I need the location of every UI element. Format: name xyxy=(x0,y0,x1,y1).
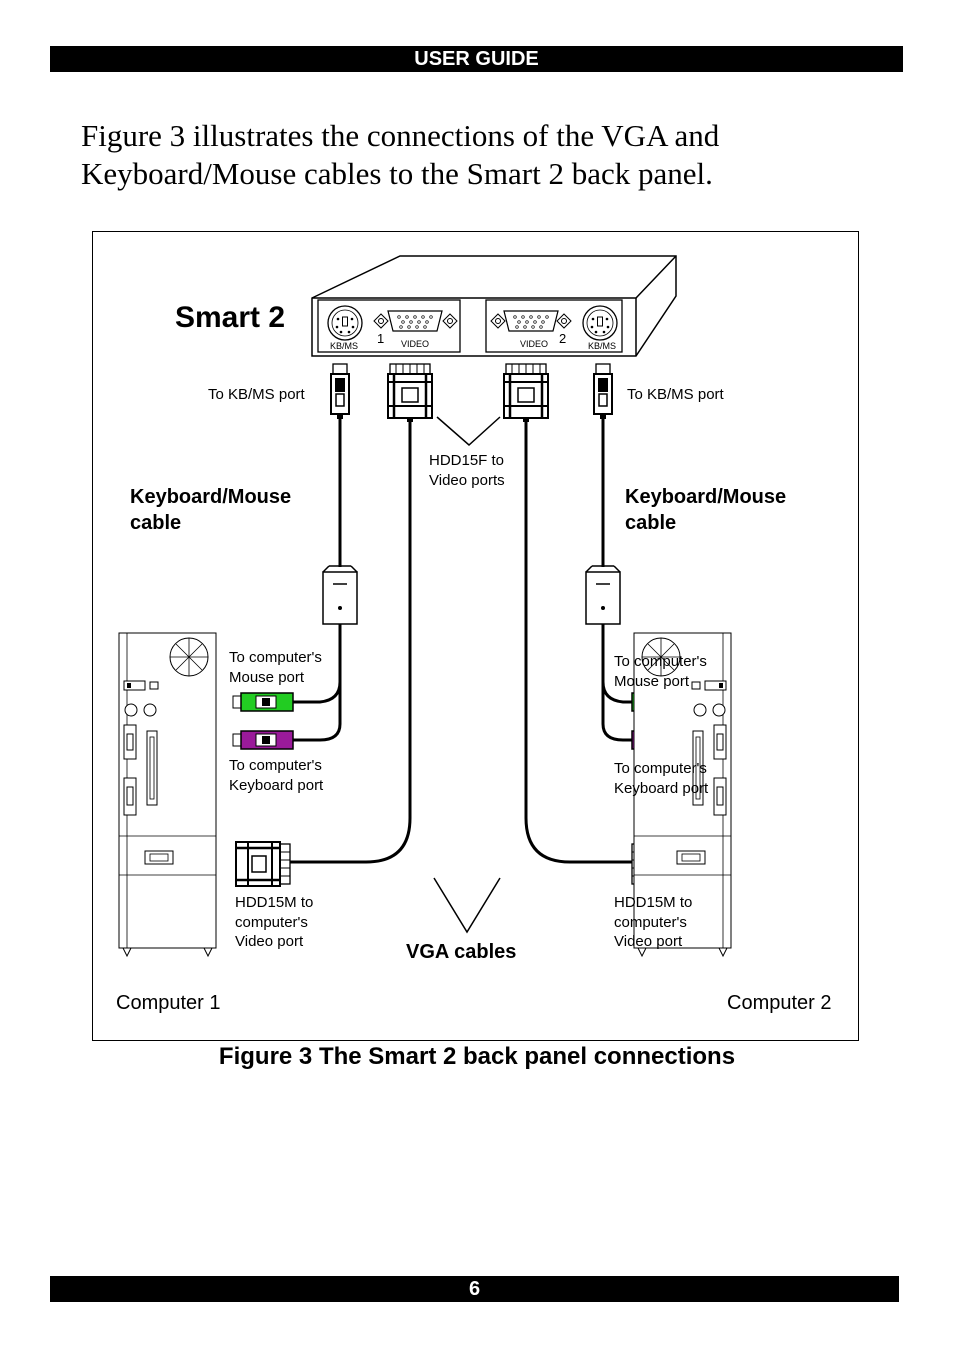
computer2-label: Computer 2 xyxy=(727,992,832,1014)
cables xyxy=(290,419,632,864)
hdd15m-right-line1: HDD15M to xyxy=(614,894,692,911)
port-number-2: 2 xyxy=(559,331,566,346)
mouse-port-right-line1: To computer's xyxy=(614,653,707,670)
kbms-plug-right-icon xyxy=(593,363,613,420)
video-label-1: VIDEO xyxy=(401,339,429,349)
smart2-switch xyxy=(311,255,677,357)
mouse-port-right-line2: Mouse port xyxy=(614,673,690,690)
splitter-left-icon xyxy=(322,565,358,625)
hdd15m-left-line3: Video port xyxy=(235,933,304,950)
intro-paragraph: Figure 3 illustrates the connections of … xyxy=(81,118,720,191)
figure-caption: Figure 3 The Smart 2 back panel connecti… xyxy=(218,1043,736,1070)
hdd15m-right-line2: computer's xyxy=(614,914,687,931)
kbm-cable-right-line1: Keyboard/Mouse xyxy=(625,486,786,508)
port-number-1: 1 xyxy=(377,331,384,346)
vga-cables-label: VGA cables xyxy=(406,941,516,963)
kbms-label-1: KB/MS xyxy=(330,341,358,351)
splitter-right-icon xyxy=(585,565,621,625)
hdd15f-label-line2: Video ports xyxy=(429,472,505,489)
to-kbms-left-label: To KB/MS port xyxy=(208,386,306,403)
hdd15m-right-line3: Video port xyxy=(614,933,683,950)
video-port-2-icon xyxy=(503,310,559,332)
kbd-port-left-line1: To computer's xyxy=(229,757,322,774)
vga-plug-right-icon xyxy=(502,362,550,424)
video-label-2: VIDEO xyxy=(520,339,548,349)
header-bar: USER GUIDE xyxy=(50,46,903,72)
hdd15f-arrow-icon xyxy=(436,416,501,447)
kbms-port-1-icon xyxy=(327,305,363,341)
figure-frame xyxy=(92,231,859,1041)
kbms-port-2-icon xyxy=(582,305,618,341)
computer1-label: Computer 1 xyxy=(116,992,221,1014)
kbd-port-right-line1: To computer's xyxy=(614,760,707,777)
computer1-icon xyxy=(118,632,217,957)
page-number: 6 xyxy=(50,1276,899,1302)
kbd-port-left-line2: Keyboard port xyxy=(229,777,324,794)
kbm-cable-left-line1: Keyboard/Mouse xyxy=(130,486,291,508)
mouse-port-left-line1: To computer's xyxy=(229,649,322,666)
to-kbms-right-label: To KB/MS port xyxy=(627,386,725,403)
mouse-plug-left-icon xyxy=(232,692,294,712)
mouse-port-left-line2: Mouse port xyxy=(229,669,305,686)
kbm-cable-left-line2: cable xyxy=(130,512,181,534)
keyboard-plug-left-icon xyxy=(232,730,294,750)
device-title: Smart 2 xyxy=(175,301,285,334)
kbms-label-2: KB/MS xyxy=(588,341,616,351)
kbd-port-right-line2: Keyboard port xyxy=(614,780,709,797)
kbms-plug-left-icon xyxy=(330,363,350,420)
kbm-cable-right-line2: cable xyxy=(625,512,676,534)
hdd15f-label-line1: HDD15F to xyxy=(429,452,504,469)
video-port-1-icon xyxy=(387,310,443,332)
vga-cables-arrow-icon xyxy=(433,877,501,934)
hdd15m-left-line1: HDD15M to xyxy=(235,894,313,911)
vga-plug-left-icon xyxy=(386,362,434,424)
vga-plug-computer1-icon xyxy=(234,840,292,888)
hdd15m-left-line2: computer's xyxy=(235,914,308,931)
